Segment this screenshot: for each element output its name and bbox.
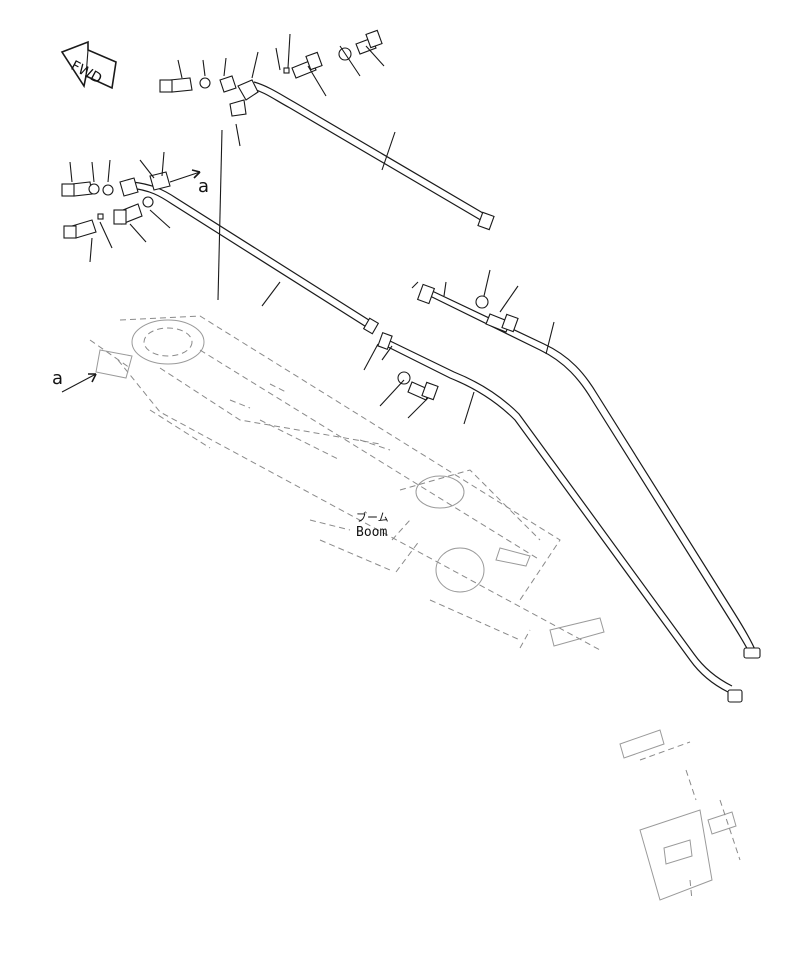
upper-pipe-assembly bbox=[159, 29, 495, 231]
bolt-top-left bbox=[159, 77, 193, 93]
reference-arrow-icon bbox=[169, 169, 201, 183]
bolt-right-lower bbox=[407, 381, 439, 401]
bolt-lower-mid bbox=[113, 203, 143, 225]
bolt-top-right bbox=[291, 51, 323, 79]
bolt-right-upper bbox=[485, 313, 519, 333]
ref-label-top: a bbox=[198, 176, 209, 197]
bolt-mid-left bbox=[61, 181, 93, 197]
right-upper-pipe-assembly bbox=[411, 269, 761, 659]
boom-label-en: Boom bbox=[356, 525, 387, 540]
fwd-label: FWD bbox=[68, 58, 104, 87]
right-lower-pipe-assembly bbox=[363, 332, 743, 703]
boom-label-jp: ブーム bbox=[356, 510, 389, 524]
reference-arrow-left bbox=[61, 373, 97, 393]
ref-label-left: a bbox=[52, 368, 63, 389]
bolt-far-right bbox=[355, 29, 383, 55]
bolt-lower-left bbox=[63, 219, 97, 239]
left-pipe-assembly: a bbox=[61, 129, 380, 335]
boom-structure-ghost bbox=[89, 315, 741, 901]
fwd-arrow-icon: FWD bbox=[60, 40, 117, 90]
